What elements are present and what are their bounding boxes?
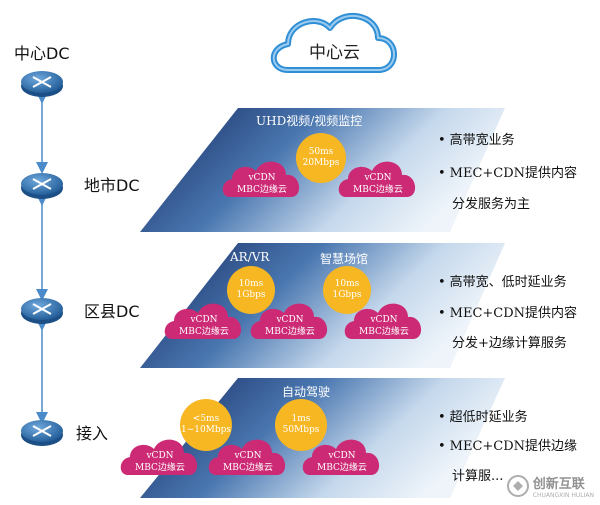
watermark-logo-icon: [506, 475, 529, 497]
latency-value: 1ms: [291, 413, 311, 424]
edge-cloud-icon: [120, 439, 198, 475]
bandwidth-value: 20Mbps: [302, 158, 340, 168]
latency-value: 10ms: [334, 278, 360, 289]
edge-cloud-line1: vCDN: [234, 451, 262, 461]
edge-cloud-line1: vCDN: [248, 173, 276, 183]
bandwidth-value: 1Gbps: [332, 290, 362, 300]
router-label-county-dc: 区县DC: [84, 302, 140, 321]
latency-circle: 50ms 20Mbps: [296, 133, 346, 183]
bullet-county-2: •MEC+CDN提供内容: [438, 306, 578, 321]
edge-cloud-icon: [222, 161, 300, 197]
latency-value: <5ms: [192, 413, 220, 424]
edge-cloud-line2: MBC边缘云: [179, 326, 229, 337]
edge-cloud-line1: vCDN: [190, 315, 218, 325]
edge-cloud-line1: vCDN: [276, 315, 304, 325]
edge-cloud-line2: MBC边缘云: [317, 462, 367, 473]
edge-cloud-line2: MBC边缘云: [135, 462, 185, 473]
watermark-text: 创新互联: [532, 477, 585, 492]
edge-cloud-icon: [344, 303, 422, 339]
layer-county-label-venue: 智慧场馆: [320, 252, 369, 266]
center-cloud-icon: [270, 12, 397, 73]
router-icon-center: [21, 71, 63, 97]
edge-cloud-line1: vCDN: [370, 315, 398, 325]
router-icon-access: [21, 420, 63, 446]
bullet-city-2-cont: 分发服务为主: [452, 197, 531, 212]
layer-access-label-driving: 自动驾驶: [282, 385, 331, 399]
latency-circle: <5ms 1~10Mbps: [180, 399, 232, 451]
watermark-sub: CHUANGXIN HULIAN: [532, 492, 594, 499]
layer-access-label-iot: IoT: [197, 383, 217, 397]
edge-cloud-line2: MBC边缘云: [353, 184, 403, 195]
router-label-center-dc: 中心DC: [14, 44, 70, 63]
latency-value: 10ms: [238, 278, 264, 289]
router-label-city-dc: 地市DC: [84, 176, 140, 195]
bandwidth-value: 1Gbps: [236, 290, 266, 300]
watermark: 创新互联 CHUANGXIN HULIAN: [506, 473, 594, 499]
edge-cloud-line2: MBC边缘云: [265, 326, 315, 337]
latency-circle: 1ms 50Mbps: [275, 399, 327, 451]
bandwidth-value: 50Mbps: [282, 425, 320, 435]
bullet-county-2-cont: 分发+边缘计算服务: [452, 336, 567, 351]
bullet-city-1: •高带宽业务: [438, 133, 515, 148]
edge-cloud-line1: vCDN: [328, 451, 356, 461]
bullet-access-1: •超低时延业务: [438, 410, 528, 425]
edge-cloud-line2: MBC边缘云: [223, 462, 273, 473]
edge-cloud-icon: [302, 439, 380, 475]
bullet-city-2: •MEC+CDN提供内容: [438, 166, 578, 181]
edge-cloud-icon: [208, 439, 286, 475]
bandwidth-value: 1~10Mbps: [180, 425, 232, 435]
layer-county-label-arvr: AR/VR: [230, 250, 270, 264]
edge-cloud-line1: vCDN: [364, 173, 392, 183]
bullet-county-1: •高带宽、低时延业务: [438, 275, 567, 290]
router-icon-city: [21, 173, 63, 199]
edge-cloud-icon: [164, 303, 242, 339]
bullet-access-2: •MEC+CDN提供边缘: [438, 439, 578, 454]
latency-circle: 10ms 1Gbps: [227, 266, 275, 314]
edge-cloud-icon: [250, 303, 328, 339]
router-icon-county: [21, 298, 63, 324]
bullet-access-2-cont: 计算服...: [452, 469, 504, 484]
center-cloud-label: 中心云: [309, 43, 360, 63]
latency-circle: 10ms 1Gbps: [323, 266, 371, 314]
edge-cloud-icon: [338, 161, 416, 197]
edge-cloud-line1: vCDN: [146, 451, 174, 461]
layer-city-label: UHD视频/视频监控: [256, 114, 363, 128]
edge-cloud-line2: MBC边缘云: [237, 184, 287, 195]
latency-value: 50ms: [308, 146, 334, 157]
edge-cloud-line2: MBC边缘云: [359, 326, 409, 337]
router-label-access: 接入: [76, 424, 109, 443]
